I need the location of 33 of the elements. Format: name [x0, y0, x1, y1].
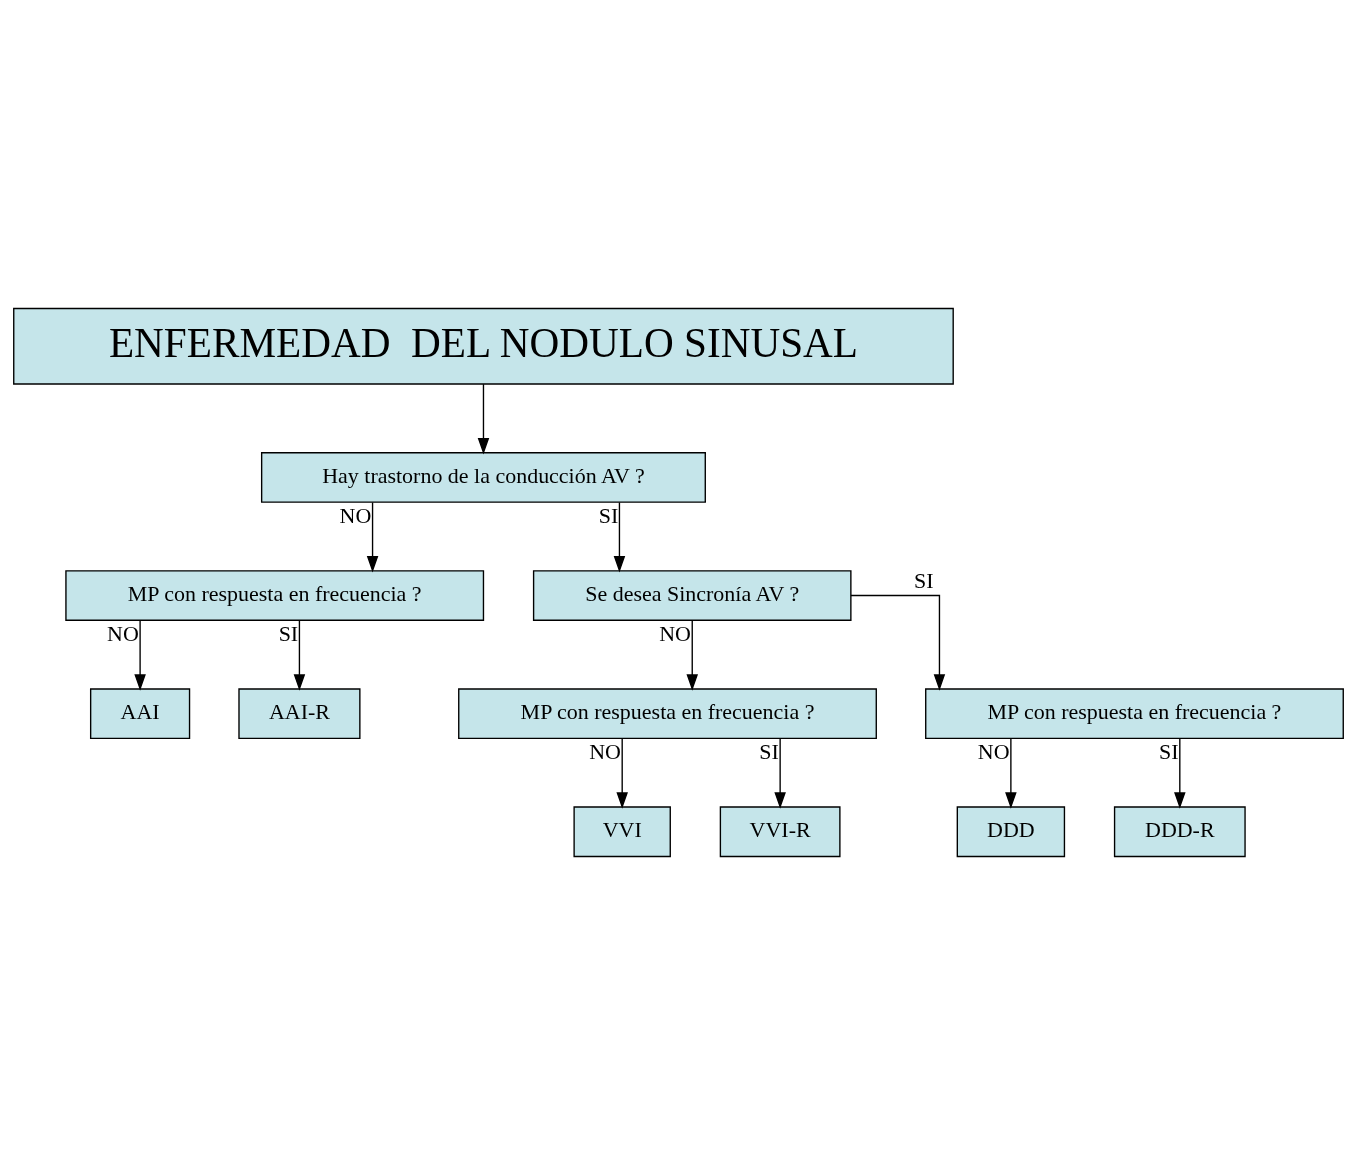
node-box: ENFERMEDAD DEL NODULO SINUSAL	[13, 307, 954, 385]
node-box: Se desea Sincronía AV ?	[532, 569, 852, 621]
arrow	[1005, 737, 1017, 809]
arrow	[850, 594, 946, 691]
node-box: MP con respuesta en frecuencia ?	[65, 569, 485, 621]
node-box: MP con respuesta en frecuencia ?	[925, 687, 1344, 739]
node-box: VVI	[573, 805, 671, 857]
edge-label: SI	[914, 567, 934, 593]
edge-label: SI	[1159, 738, 1179, 764]
node-box: DDD	[956, 805, 1066, 857]
edge-label: NO	[659, 620, 691, 646]
node-box: VVI-R	[719, 805, 841, 857]
arrow	[366, 501, 379, 573]
arrow	[686, 619, 698, 691]
arrow	[613, 501, 626, 573]
node-box: AAI-R	[238, 687, 361, 739]
arrow	[616, 737, 628, 809]
edge-label: NO	[339, 501, 372, 527]
arrow	[134, 619, 146, 691]
edge-label: NO	[977, 738, 1010, 764]
edge-label: NO	[107, 620, 139, 646]
edge-label: SI	[598, 501, 619, 527]
node-box: Hay trastorno de la conducción AV ?	[260, 451, 706, 503]
node-box: AAI	[89, 687, 191, 739]
node-box: MP con respuesta en frecuencia ?	[458, 687, 877, 739]
arrow	[293, 619, 306, 691]
edge-label: SI	[759, 738, 779, 764]
arrow	[774, 737, 786, 809]
arrow	[1174, 737, 1186, 809]
edge-label: NO	[589, 738, 621, 764]
arrow	[477, 383, 490, 454]
node-box: DDD-R	[1113, 805, 1246, 857]
edge-label: SI	[278, 620, 299, 646]
